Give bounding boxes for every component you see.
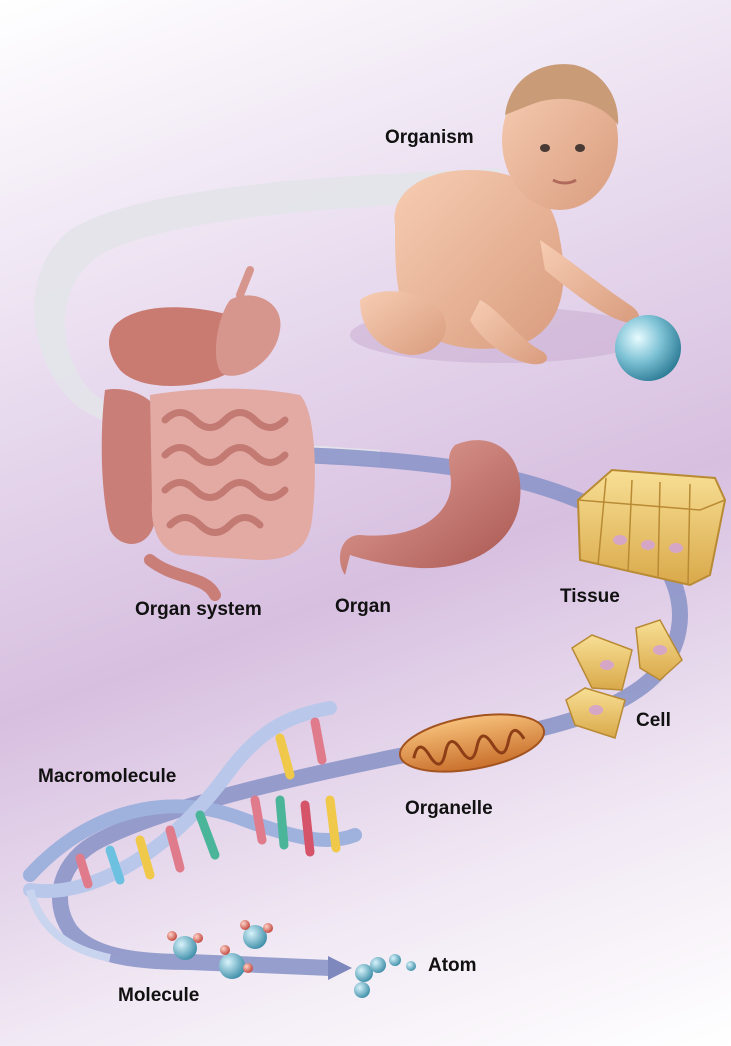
atom-illustration <box>354 954 416 998</box>
label-cell: Cell <box>636 711 671 730</box>
digestive-system-illustration <box>102 270 315 595</box>
baby-organism-illustration <box>350 64 681 381</box>
label-tissue: Tissue <box>560 587 620 606</box>
label-atom: Atom <box>428 956 477 975</box>
label-macromolecule: Macromolecule <box>38 767 176 786</box>
label-molecule: Molecule <box>118 986 199 1005</box>
tissue-illustration <box>578 470 725 585</box>
label-organ-system: Organ system <box>135 600 262 619</box>
ribbon-arrowhead <box>328 956 352 980</box>
mitochondrion-illustration <box>396 705 549 782</box>
label-organ: Organ <box>335 597 391 616</box>
dna-macromolecule-illustration <box>30 708 355 958</box>
label-organelle: Organelle <box>405 799 493 818</box>
ball-icon <box>615 315 681 381</box>
label-organism: Organism <box>385 128 474 147</box>
